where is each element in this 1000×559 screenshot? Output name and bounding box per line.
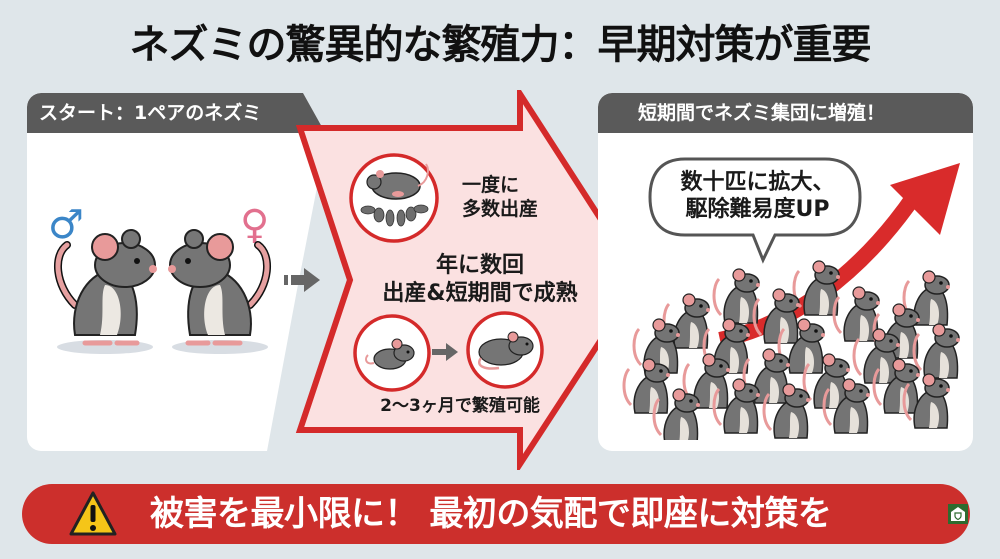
banner-text: 被害を最小限に！ 最初の気配で即座に対策を bbox=[150, 494, 832, 534]
start-panel-header: スタート：1ペアのネズミ bbox=[27, 93, 327, 133]
female-symbol-icon: ♀ bbox=[240, 202, 270, 248]
adult-mouse-icon bbox=[466, 311, 544, 389]
warning-triangle-icon bbox=[69, 491, 117, 536]
breeding-main-text-line1: 年に数回 bbox=[435, 253, 524, 278]
speech-bubble bbox=[648, 157, 862, 264]
growth-arrow-icon bbox=[432, 343, 458, 361]
call-to-action-banner: 被害を最小限に！ 最初の気配で即座に対策を bbox=[22, 484, 970, 544]
house-shield-logo-icon bbox=[948, 504, 968, 524]
maturity-text: 2〜3ヶ月で繁殖可能 bbox=[380, 396, 540, 416]
litter-birth-icon bbox=[349, 153, 439, 243]
female-mouse-icon bbox=[168, 229, 272, 354]
breeding-main-text-line2: 出産&短期間で成熟 bbox=[382, 281, 578, 306]
male-symbol-icon: ♂ bbox=[48, 202, 84, 248]
bubble-text-line1: 数十匹に拡大、 bbox=[680, 170, 835, 195]
population-panel-header: 短期間でネズミ集団に増殖！ bbox=[598, 93, 973, 133]
mouse-crowd-icon bbox=[622, 259, 962, 440]
bubble-text-line2: 駆除難易度UP bbox=[685, 197, 830, 222]
next-step-arrow-icon bbox=[284, 268, 320, 292]
litter-text-line1: 一度に bbox=[462, 174, 520, 196]
young-mouse-icon bbox=[353, 314, 431, 392]
page-title: ネズミの驚異的な繁殖力：早期対策が重要 bbox=[129, 22, 872, 68]
start-panel: スタート：1ペアのネズミ bbox=[27, 93, 327, 451]
male-mouse-icon bbox=[53, 229, 157, 354]
litter-text-line2: 多数出産 bbox=[462, 198, 539, 220]
